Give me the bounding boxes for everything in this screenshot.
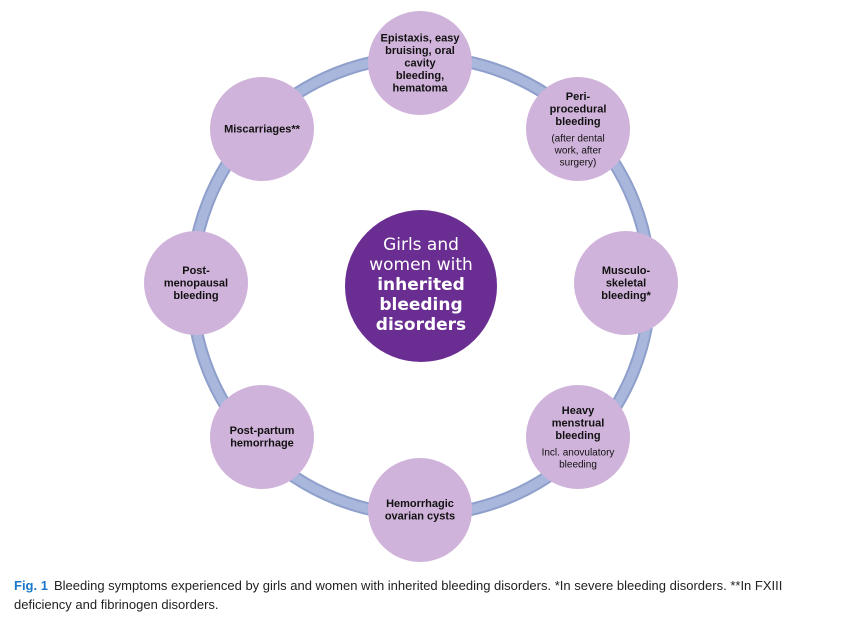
figure-label: Fig. 1 (14, 578, 48, 593)
symptom-node-circle (526, 385, 630, 489)
symptom-node-circle (368, 458, 472, 562)
symptom-node-miscarriages: Miscarriages** (210, 77, 314, 181)
symptom-node-circle (526, 77, 630, 181)
center-circle (345, 210, 497, 362)
symptom-node-circle (368, 11, 472, 115)
symptom-node-circle (210, 385, 314, 489)
symptom-node-circle (574, 231, 678, 335)
caption-text: Bleeding symptoms experienced by girls a… (14, 578, 783, 612)
symptom-node-label: Miscarriages** (224, 123, 301, 135)
symptom-node-circle (210, 77, 314, 181)
symptom-node-circle (144, 231, 248, 335)
